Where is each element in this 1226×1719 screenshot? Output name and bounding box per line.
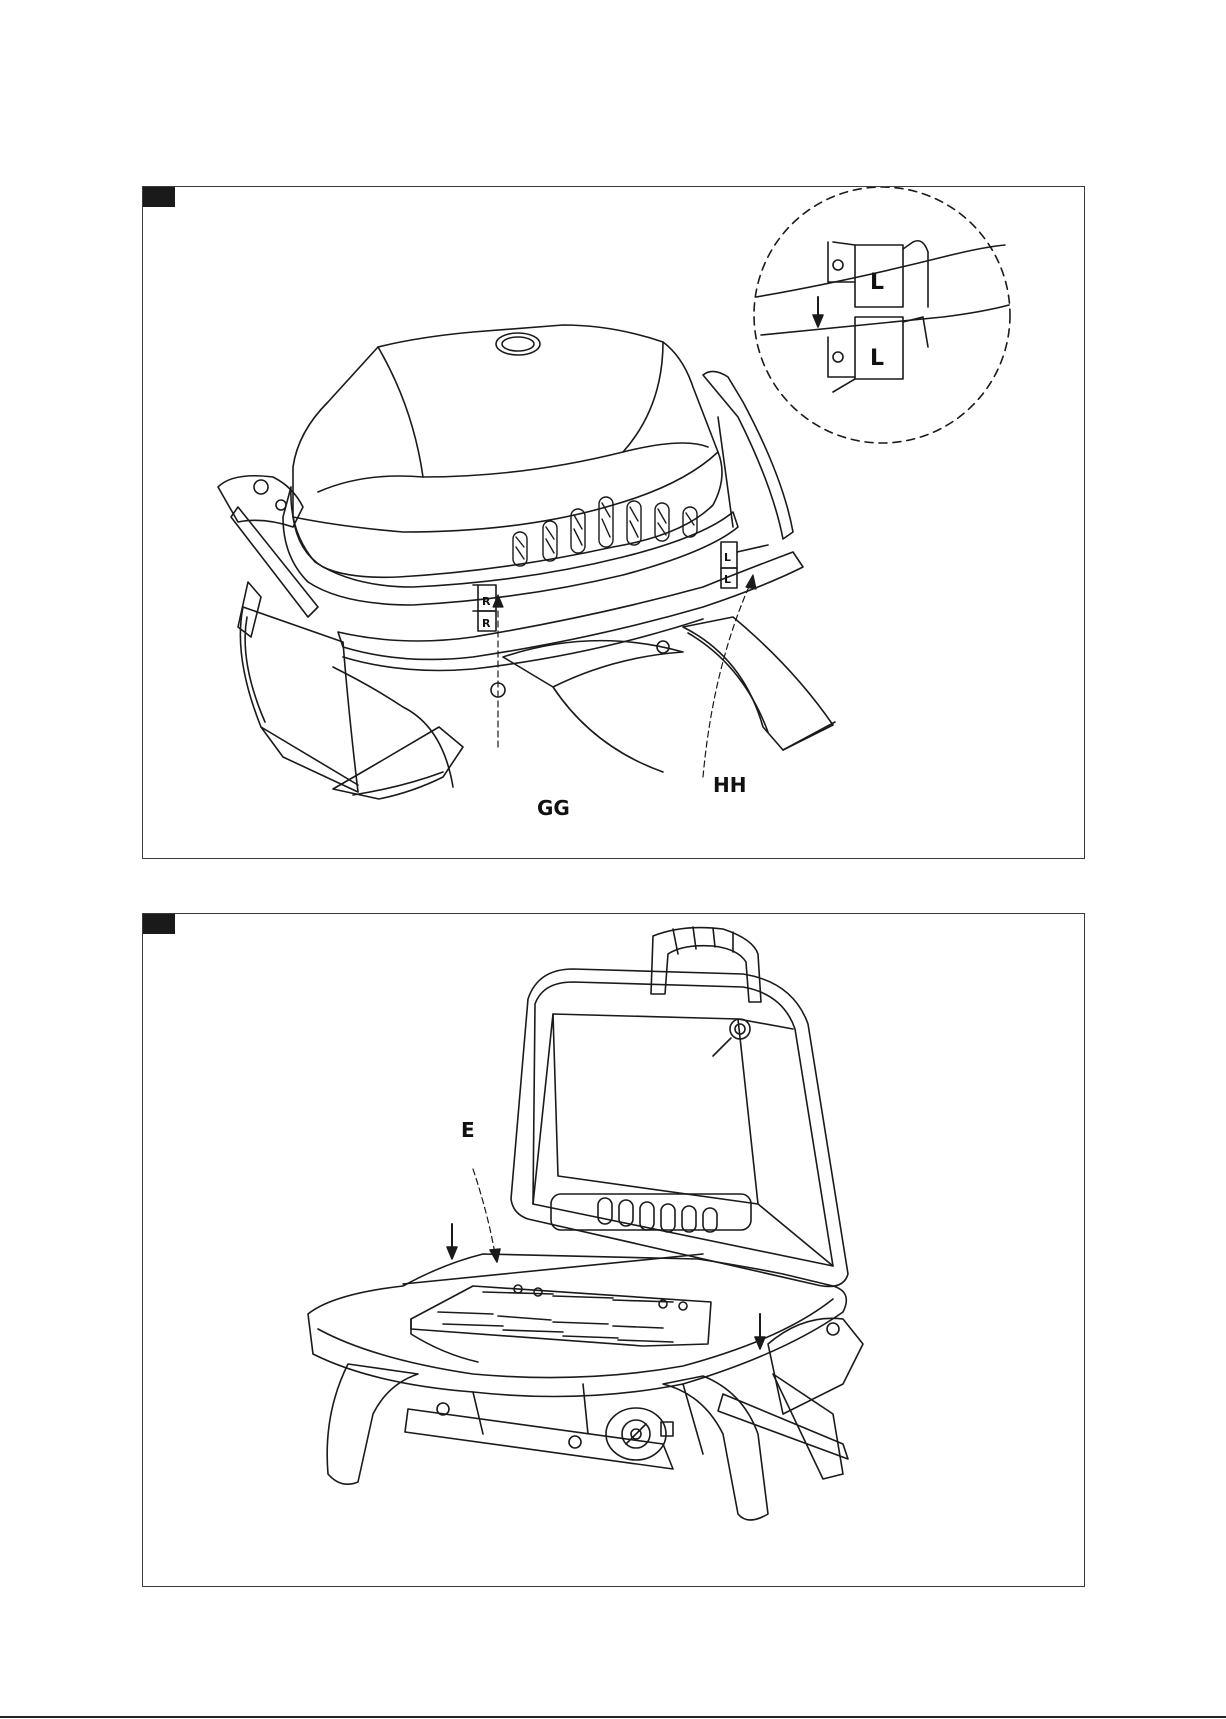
grill-lid [283, 325, 738, 605]
lid-vents [513, 497, 697, 566]
side-handle-left [218, 476, 318, 637]
grill-lid-open-illustration: E [143, 914, 1084, 1586]
hinge-label-r-upper: R [482, 595, 491, 608]
callout-e: E [461, 1118, 475, 1142]
grill-lid-closed-illustration: R R L L GG HH [143, 187, 1084, 858]
grill-legs-open [327, 1364, 843, 1520]
grill-base-left [240, 607, 463, 799]
hinge-detail-inset [754, 187, 1010, 443]
side-handle-right [703, 371, 793, 539]
side-handle-right-open [718, 1318, 863, 1459]
figure-panel-2: E [142, 913, 1085, 1587]
hinge-label-l-lower: L [724, 573, 731, 586]
hinge-label-l-upper: L [724, 551, 731, 564]
placement-arrows [447, 1169, 765, 1349]
leader-lines [493, 575, 756, 777]
lid-handle [651, 927, 761, 1002]
callout-gg: GG [537, 796, 570, 820]
grill-lid-open [511, 969, 848, 1286]
control-knob [606, 1408, 673, 1460]
detail-label-l-lower: L [870, 346, 884, 371]
callout-hh: HH [713, 773, 746, 797]
heat-plate [411, 1285, 711, 1362]
detail-label-l-upper: L [870, 270, 884, 295]
hinge-label-r-lower: R [482, 617, 491, 630]
grill-body-open [308, 1254, 846, 1454]
figure-panel-1: R R L L GG HH [142, 186, 1085, 859]
page-bottom-rule [0, 1716, 1226, 1718]
grill-base-right [503, 617, 835, 772]
